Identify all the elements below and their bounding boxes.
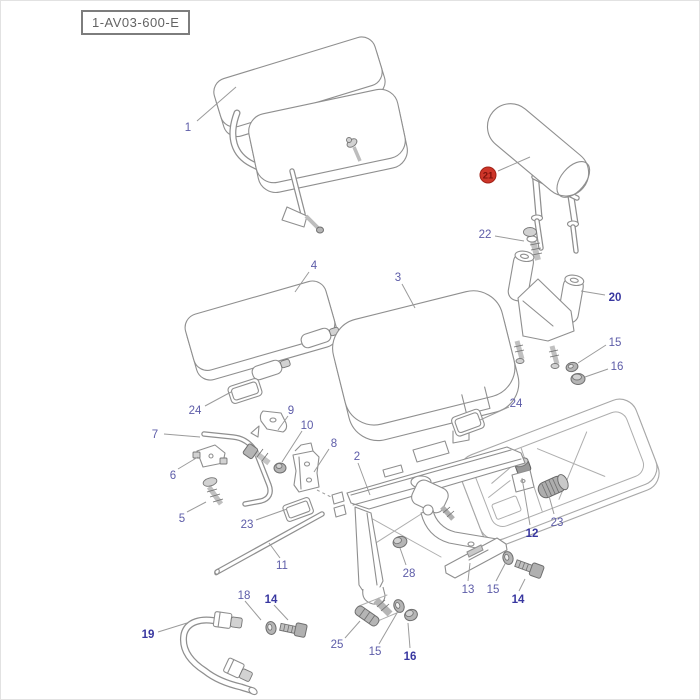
svg-text:15: 15 (487, 584, 500, 596)
callout-3: 3 (395, 272, 416, 309)
svg-text:2: 2 (354, 451, 360, 463)
part-nut-16-right (570, 373, 586, 385)
part-nut-28 (392, 535, 408, 549)
part-nut-16-bottom (404, 608, 418, 622)
callout-15: 15 (487, 561, 507, 596)
part-seat-assembly-1 (213, 36, 408, 234)
svg-text:11: 11 (276, 560, 288, 572)
part-frame-2 (331, 440, 526, 617)
callout-10: 10 (281, 420, 314, 463)
callout-19: 19 (142, 622, 188, 641)
svg-text:24: 24 (189, 405, 202, 417)
callout-22: 22 (479, 229, 525, 242)
svg-text:16: 16 (404, 651, 417, 663)
part-seat-cushion-3 (332, 290, 520, 444)
svg-text:23: 23 (241, 519, 254, 531)
svg-text:23: 23 (551, 517, 564, 529)
svg-text:12: 12 (526, 528, 539, 540)
part-rod-11 (214, 511, 325, 576)
part-screw-5 (202, 477, 224, 506)
part-clamp-9 (250, 410, 288, 438)
callout-13: 13 (462, 562, 475, 596)
svg-text:6: 6 (170, 470, 176, 482)
callout-14: 14 (512, 578, 526, 606)
svg-text:16: 16 (611, 361, 624, 373)
svg-text:15: 15 (609, 337, 622, 349)
callout-15: 15 (577, 337, 622, 364)
callout-24: 24 (479, 398, 523, 421)
part-rod-7 (201, 431, 273, 507)
callout-12: 12 (521, 477, 539, 540)
part-backrest-cushion-4 (184, 280, 340, 381)
callout-7: 7 (152, 429, 201, 441)
part-washer-18 (265, 621, 277, 635)
part-headrest-21 (486, 103, 591, 254)
part-handle-19 (179, 611, 258, 696)
svg-text:19: 19 (142, 629, 155, 641)
part-pad-24-left (227, 377, 263, 405)
seat-wing-bolt (346, 137, 362, 162)
callout-16: 16 (584, 361, 624, 378)
svg-text:18: 18 (238, 590, 251, 602)
part-washer-15-right (565, 361, 579, 373)
callout-1: 1 (185, 86, 237, 134)
callout-5: 5 (179, 501, 207, 525)
svg-text:14: 14 (512, 594, 525, 606)
callout-9: 9 (277, 405, 294, 431)
callout-25: 25 (331, 620, 361, 651)
callout-15: 15 (369, 612, 398, 658)
part-pad-23-left (282, 496, 314, 522)
svg-text:25: 25 (331, 639, 344, 651)
callout-14: 14 (265, 594, 289, 621)
part-bar-13 (444, 537, 508, 579)
part-pin-25 (354, 594, 400, 627)
svg-text:9: 9 (288, 405, 294, 417)
callout-28: 28 (399, 547, 416, 580)
callout-8: 8 (313, 438, 337, 473)
frame-ball-joint (410, 475, 455, 521)
part-bolt-14-right (514, 559, 545, 579)
callout-23: 23 (241, 508, 288, 531)
callout-21: 21 (479, 156, 531, 184)
callout-11: 11 (268, 542, 288, 572)
svg-text:13: 13 (462, 584, 475, 596)
part-roller-23-right (537, 474, 569, 499)
part-washer-15-bottom (393, 599, 405, 613)
part-pad-24-right (451, 408, 485, 437)
svg-text:5: 5 (179, 513, 185, 525)
svg-text:4: 4 (311, 260, 318, 272)
svg-text:10: 10 (301, 420, 314, 432)
svg-text:21: 21 (483, 171, 494, 182)
part-clamp-6 (192, 444, 228, 468)
svg-text:3: 3 (395, 272, 401, 284)
svg-text:28: 28 (403, 568, 416, 580)
svg-text:15: 15 (369, 646, 382, 658)
part-bracket-8 (292, 442, 340, 502)
part-bracket-20 (507, 250, 585, 369)
svg-text:1: 1 (185, 122, 191, 134)
part-screw-22 (523, 227, 543, 261)
callout-23: 23 (548, 495, 564, 529)
svg-text:8: 8 (331, 438, 337, 450)
callout-24: 24 (189, 391, 232, 417)
part-bolt-14-left (279, 622, 308, 638)
svg-text:22: 22 (479, 229, 492, 241)
svg-text:24: 24 (510, 398, 523, 410)
part-bolt-nut-10 (242, 443, 287, 474)
callout-4: 4 (294, 260, 318, 293)
callout-20: 20 (580, 290, 622, 304)
callout-2: 2 (354, 451, 371, 496)
callout-18: 18 (238, 590, 262, 621)
callout-16: 16 (404, 622, 417, 663)
drawing-code-label: 1-AV03-600-E (81, 10, 191, 35)
svg-text:7: 7 (152, 429, 158, 441)
part-washer-15-bottomright (502, 551, 514, 565)
callout-6: 6 (170, 456, 199, 482)
svg-text:14: 14 (265, 594, 278, 606)
svg-text:20: 20 (609, 292, 622, 304)
